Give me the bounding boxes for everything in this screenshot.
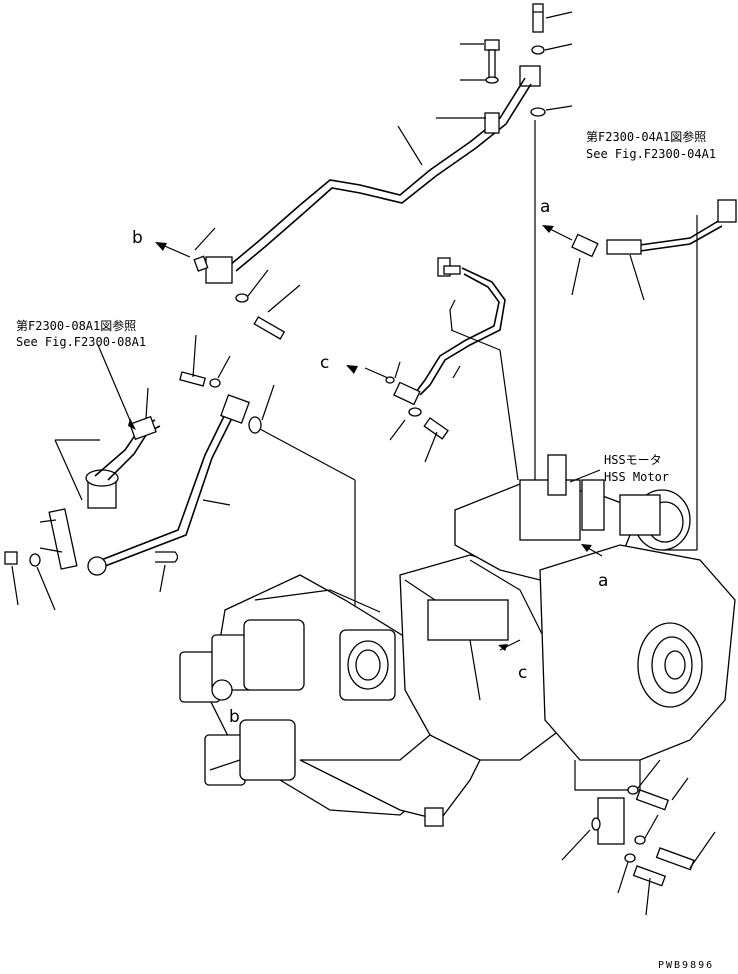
small-hose <box>346 257 506 463</box>
upper-pipe <box>155 3 573 340</box>
transmission-body <box>179 454 736 827</box>
hose-assembly <box>542 199 737 301</box>
callout-c-upper: c <box>320 353 329 373</box>
ref-top-right-en: See Fig.F2300-04A1 <box>586 147 716 161</box>
callout-b-upper: b <box>132 228 143 248</box>
ref-left-en: See Fig.F2300-08A1 <box>16 335 146 349</box>
callout-a-upper: a <box>540 197 550 217</box>
drawing-code: PWB9896 <box>658 960 714 971</box>
bottom-bracket <box>561 759 716 916</box>
ref-left-jp: 第F2300-08A1図参照 <box>16 318 136 333</box>
ref-top-right-jp: 第F2300-04A1図参照 <box>586 129 706 144</box>
left-pipe <box>4 334 275 611</box>
hss-motor-label-en: HSS Motor <box>604 470 669 484</box>
hss-motor-label-jp: HSSモータ <box>604 453 662 467</box>
callout-c-lower: c <box>518 663 527 683</box>
callout-b-lower: b <box>229 707 240 727</box>
callout-a-lower: a <box>598 571 608 591</box>
